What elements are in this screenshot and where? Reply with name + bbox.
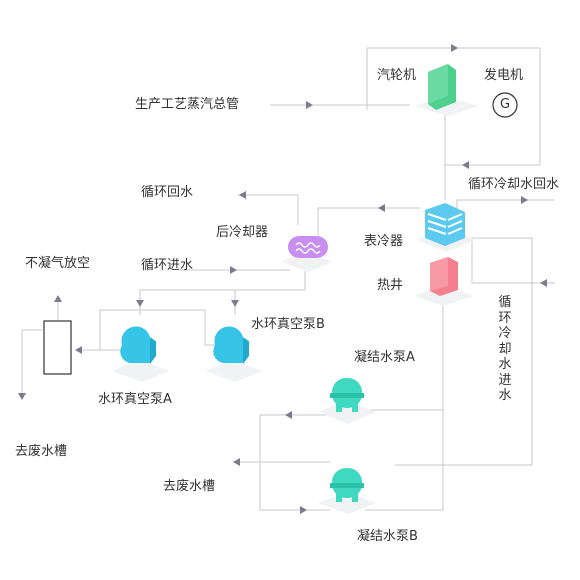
label-cond-pump-a: 凝结水泵A: [354, 350, 415, 365]
arrow-circ-inlet-left: [230, 266, 237, 274]
label-circ-return-right: 循环冷却水回水: [468, 177, 560, 192]
label-turbine: 汽轮机: [377, 68, 417, 83]
surface-cooler-icon: [417, 203, 476, 252]
label-generator: 发电机: [484, 68, 524, 83]
water-ring-vacuum-pump-b-icon: [205, 326, 263, 382]
label-waste-tank-1: 去废水槽: [15, 444, 68, 459]
arrow-waste-1: [18, 393, 26, 400]
label-pump-b: 水环真空泵B: [251, 317, 325, 332]
label-circ-return-left: 循环回水: [141, 185, 194, 200]
arrow-circ-inlet-right: [540, 279, 547, 287]
pipe-cooler-to-aftercooler: [317, 207, 420, 235]
generator-symbol: G: [500, 97, 511, 112]
arrow-top-return: [462, 161, 469, 169]
condensate-pump-a-icon: [318, 378, 376, 424]
condensate-pump-b-icon: [318, 468, 376, 514]
pipe-circ-return-left: [238, 194, 299, 225]
arrow-cond-a: [285, 411, 292, 419]
pipe-circ-return: [456, 199, 555, 228]
label-hotwell: 热井: [377, 278, 404, 293]
label-circ-inlet-left: 循环进水: [141, 258, 194, 273]
hotwell-icon: [414, 257, 473, 306]
pipe-hotwell-down: [365, 295, 444, 511]
label-noncondensable-vent: 不凝气放空: [25, 256, 91, 271]
arrow-vent: [54, 295, 62, 302]
arrow-to-separator: [75, 346, 82, 354]
label-surface-cooler: 表冷器: [364, 234, 404, 249]
label-steam-main: 生产工艺蒸汽总管: [135, 97, 240, 112]
label-after-cooler: 后冷却器: [216, 225, 269, 240]
water-ring-vacuum-pump-a-icon: [112, 326, 170, 382]
arrow-circ-return: [521, 196, 528, 204]
arrow-waste-2: [233, 458, 240, 466]
turbine-icon: [415, 64, 478, 116]
arrow-top-loop: [451, 44, 458, 52]
arrow-circ-return-left: [239, 191, 246, 199]
pipe-top-loop: [366, 47, 541, 166]
label-cond-pump-b: 凝结水泵B: [357, 529, 418, 544]
arrow-cooler-to-after: [378, 204, 385, 212]
generator-icon: [492, 92, 518, 118]
arrow-cond-b: [300, 506, 307, 514]
pipe-circ-inlet-right: [395, 237, 555, 466]
arrow-to-pump-a: [136, 300, 144, 307]
separator-tank-icon: [43, 320, 72, 375]
arrow-to-pump-b: [231, 300, 239, 307]
label-pump-a: 水环真空泵A: [98, 392, 172, 407]
after-cooler-icon: [281, 236, 333, 272]
arrow-steam-main: [306, 101, 313, 109]
label-circ-inlet-right: 循环冷却水进水: [498, 295, 512, 403]
label-waste-tank-2: 去废水槽: [163, 479, 216, 494]
